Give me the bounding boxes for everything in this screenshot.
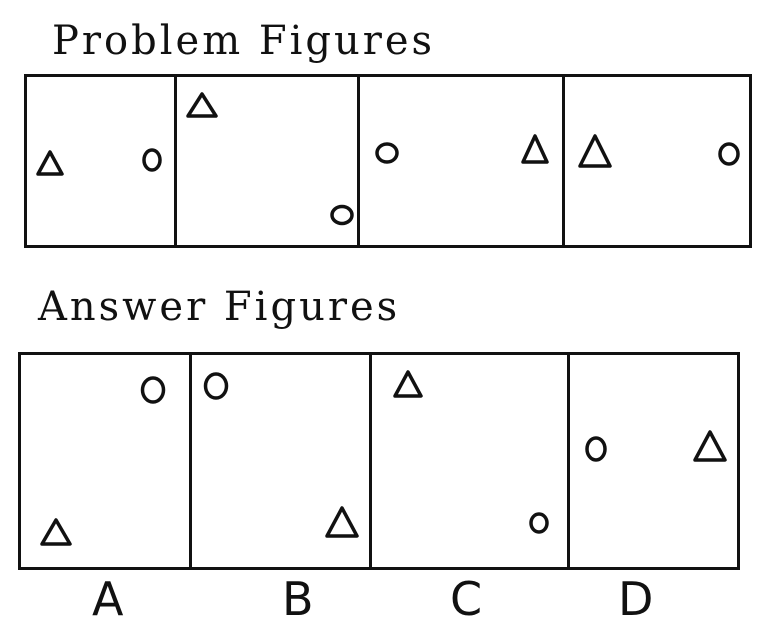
answer-divider — [369, 352, 372, 570]
triangle-icon — [577, 133, 613, 169]
answer-figures-heading: Answer Figures — [38, 284, 401, 330]
triangle-icon — [39, 517, 73, 547]
option-label-c[interactable]: C — [450, 572, 483, 626]
circle-icon — [139, 375, 167, 405]
problem-figure-1 — [27, 77, 174, 245]
problem-figures-strip — [24, 74, 752, 248]
answer-figure-d[interactable] — [570, 355, 737, 567]
triangle-icon — [520, 133, 550, 165]
answer-divider — [567, 352, 570, 570]
triangle-icon — [185, 91, 219, 119]
problem-figure-3 — [360, 77, 562, 245]
answer-divider — [189, 352, 192, 570]
answer-figure-c[interactable] — [372, 355, 567, 567]
problem-figure-4 — [565, 77, 749, 245]
triangle-icon — [324, 505, 360, 539]
circle-icon — [528, 511, 550, 535]
answer-figures-strip — [18, 352, 740, 570]
triangle-icon — [35, 149, 65, 177]
option-label-b[interactable]: B — [282, 572, 314, 626]
circle-icon — [584, 435, 608, 463]
option-label-d[interactable]: D — [618, 572, 654, 626]
circle-icon — [329, 203, 355, 227]
answer-figure-a[interactable] — [21, 355, 189, 567]
circle-icon — [717, 141, 741, 167]
triangle-icon — [692, 429, 728, 463]
option-label-a[interactable]: A — [92, 572, 124, 626]
triangle-icon — [392, 369, 424, 399]
problem-figures-heading: Problem Figures — [52, 18, 436, 64]
problem-divider — [357, 74, 360, 248]
circle-icon — [202, 371, 230, 401]
circle-icon — [374, 141, 400, 165]
problem-divider — [562, 74, 565, 248]
problem-figure-2 — [177, 77, 357, 245]
problem-divider — [174, 74, 177, 248]
circle-icon — [141, 147, 163, 173]
answer-figure-b[interactable] — [192, 355, 369, 567]
